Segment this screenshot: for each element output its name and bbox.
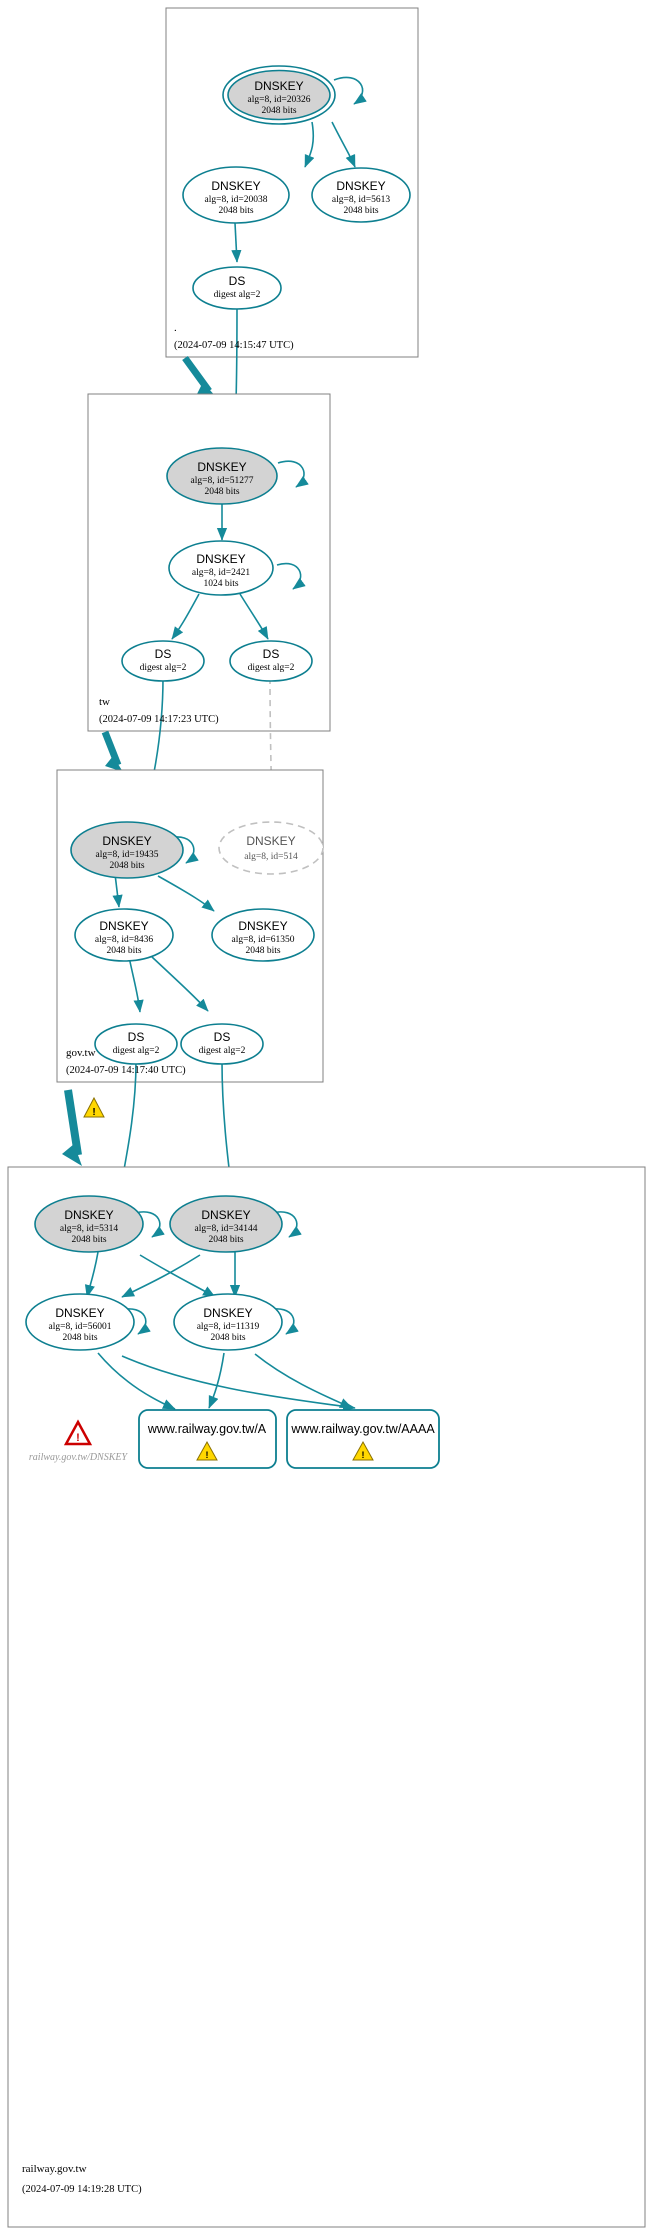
node-title: DNSKEY [102,834,151,848]
node-railway-ksk-5314[interactable]: DNSKEY alg=8, id=5314 2048 bits [34,1195,144,1253]
node-railway-zsk-11319[interactable]: DNSKEY alg=8, id=11319 2048 bits [173,1293,283,1351]
node-subtitle-2: 2048 bits [204,487,239,497]
node-subtitle-1: digest alg=2 [199,1046,246,1056]
node-gov-ds-1[interactable]: DS digest alg=2 [94,1023,178,1065]
node-title: DS [155,647,172,661]
node-subtitle-1: digest alg=2 [140,663,187,673]
node-subtitle-2: 2048 bits [71,1235,106,1245]
node-subtitle-2: 2048 bits [343,206,378,216]
edges-tw [171,460,309,640]
node-tw-zsk[interactable]: DNSKEY alg=8, id=2421 1024 bits [168,540,274,596]
node-subtitle-1: alg=8, id=61350 [232,935,295,945]
node-subtitle-1: alg=8, id=56001 [49,1322,112,1332]
delegation-warning-icon: ! [83,1096,105,1118]
zone-label-tw: tw [99,696,110,708]
node-railway-ksk-34144[interactable]: DNSKEY alg=8, id=34144 2048 bits [169,1195,283,1253]
svg-text:!: ! [206,1450,209,1460]
node-subtitle-2: 2048 bits [261,106,296,116]
node-subtitle-2: 2048 bits [245,946,280,956]
node-title: DNSKEY [211,179,260,193]
zone-timestamp-gov-tw: (2024-07-09 14:17:40 UTC) [66,1065,186,1076]
node-tw-ksk[interactable]: DNSKEY alg=8, id=51277 2048 bits [166,447,278,505]
delegation-tw-to-gov [101,730,123,772]
svg-text:!: ! [362,1450,365,1460]
error-railway-dnskey: ! railway.gov.tw/DNSKEY [29,1419,129,1463]
node-root-zsk-5613[interactable]: DNSKEY alg=8, id=5613 2048 bits [311,167,411,223]
node-subtitle-1: alg=8, id=5613 [332,195,390,205]
node-gov-ksk[interactable]: DNSKEY alg=8, id=19435 2048 bits [70,821,184,879]
node-subtitle-2: 2048 bits [109,861,144,871]
node-subtitle-1: alg=8, id=8436 [95,935,153,945]
node-root-ds[interactable]: DS digest alg=2 [192,266,282,310]
node-title: DNSKEY [196,552,245,566]
node-subtitle-2: 1024 bits [203,579,238,589]
svg-text:!: ! [92,1107,95,1118]
warning-triangle-icon: ! [352,1440,374,1461]
node-title: DNSKEY [238,919,287,933]
zone-label-root: . [174,322,177,334]
node-tw-ds-1[interactable]: DS digest alg=2 [121,640,205,682]
node-title: DS [214,1030,231,1044]
node-gov-ds-2[interactable]: DS digest alg=2 [180,1023,264,1065]
zone-label-railway-gov-tw: railway.gov.tw [22,2163,87,2175]
node-title: DNSKEY [197,460,246,474]
node-subtitle-1: alg=8, id=11319 [197,1322,260,1332]
node-subtitle-2: 2048 bits [210,1333,245,1343]
node-subtitle-2: 2048 bits [208,1235,243,1245]
node-subtitle-1: digest alg=2 [248,663,295,673]
rrset-www-railway-gov-tw-a[interactable]: www.railway.gov.tw/A ! [138,1409,277,1469]
rrset-label: www.railway.gov.tw/AAAA [290,1422,435,1436]
node-title: DNSKEY [64,1208,113,1222]
delegation-gov-to-railway [62,1089,82,1166]
node-gov-zsk-61350[interactable]: DNSKEY alg=8, id=61350 2048 bits [211,908,315,962]
node-gov-zsk-8436[interactable]: DNSKEY alg=8, id=8436 2048 bits [74,908,174,962]
node-subtitle-1: alg=8, id=20326 [248,95,311,105]
node-subtitle-1: alg=8, id=2421 [192,568,250,578]
node-title: DNSKEY [201,1208,250,1222]
node-subtitle-1: alg=8, id=34144 [195,1224,258,1234]
zone-timestamp-railway-gov-tw: (2024-07-09 14:19:28 UTC) [22,2184,142,2195]
zone-timestamp-root: (2024-07-09 14:15:47 UTC) [174,340,294,351]
warning-triangle-icon: ! [196,1440,218,1461]
node-title: DNSKEY [99,919,148,933]
node-subtitle-1: alg=8, id=20038 [205,195,268,205]
node-title: DNSKEY [336,179,385,193]
node-subtitle-1: digest alg=2 [214,290,261,300]
node-title: DS [229,274,246,288]
rrset-www-railway-gov-tw-aaaa[interactable]: www.railway.gov.tw/AAAA ! [286,1409,440,1469]
svg-text:!: ! [76,1432,80,1444]
node-title: DS [128,1030,145,1044]
node-title: DNSKEY [254,79,303,93]
rrset-label: www.railway.gov.tw/A [147,1422,267,1436]
node-title: DNSKEY [203,1306,252,1320]
zone-label-gov-tw: gov.tw [66,1047,96,1059]
node-tw-ds-2[interactable]: DS digest alg=2 [229,640,313,682]
delegation-root-to-tw [182,355,216,397]
node-subtitle-1: alg=8, id=5314 [60,1224,118,1234]
node-subtitle-1: digest alg=2 [113,1046,160,1056]
node-subtitle-2: 2048 bits [106,946,141,956]
node-root-ksk[interactable]: DNSKEY alg=8, id=20326 2048 bits [222,65,336,125]
edges-root [231,76,367,263]
node-gov-ghost-key[interactable]: DNSKEY alg=8, id=514 [218,821,324,875]
node-subtitle-1: alg=8, id=514 [244,852,298,862]
error-label: railway.gov.tw/DNSKEY [29,1452,129,1463]
node-root-zsk-20038[interactable]: DNSKEY alg=8, id=20038 2048 bits [182,166,290,224]
node-title: DS [263,647,280,661]
zone-timestamp-tw: (2024-07-09 14:17:23 UTC) [99,714,219,725]
node-subtitle-1: alg=8, id=19435 [96,850,159,860]
node-title: DNSKEY [55,1306,104,1320]
node-subtitle-2: 2048 bits [62,1333,97,1343]
node-subtitle-2: 2048 bits [218,206,253,216]
node-subtitle-1: alg=8, id=51277 [191,476,254,486]
node-title: DNSKEY [246,834,295,848]
node-railway-zsk-56001[interactable]: DNSKEY alg=8, id=56001 2048 bits [25,1293,135,1351]
